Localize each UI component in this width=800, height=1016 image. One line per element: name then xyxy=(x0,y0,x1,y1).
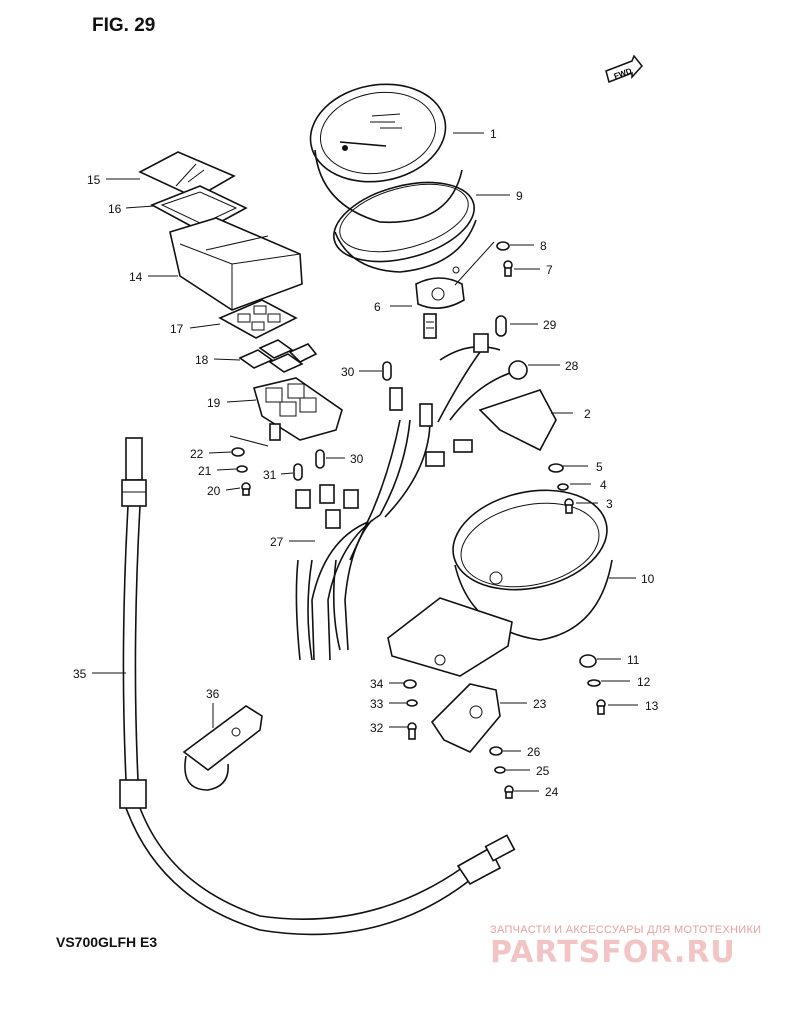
callouts: 1 2 3 4 5 6 7 8 9 10 11 12 13 14 15 16 1… xyxy=(73,127,659,799)
callout-17: 17 xyxy=(170,322,184,336)
grommet-22 xyxy=(231,447,245,457)
callout-5: 5 xyxy=(596,460,603,474)
callout-19: 19 xyxy=(207,396,221,410)
callout-28: 28 xyxy=(565,359,579,373)
callout-6: 6 xyxy=(374,300,381,314)
callout-21: 21 xyxy=(198,464,212,478)
callout-11: 11 xyxy=(627,653,640,667)
grommet-5 xyxy=(548,463,564,473)
speedometer-cable-35 xyxy=(119,437,516,936)
washer-4 xyxy=(557,483,569,491)
washer-33 xyxy=(406,699,418,707)
screw-3 xyxy=(564,498,574,514)
callout-8: 8 xyxy=(540,239,547,253)
callout-20: 20 xyxy=(207,484,221,498)
meter-ring xyxy=(333,181,477,273)
washer-25 xyxy=(494,766,506,774)
indicator-lens-15 xyxy=(138,151,236,199)
watermark-tagline: ЗАПЧАСТИ И АКСЕССУАРЫ ДЛЯ МОТОТЕХНИКИ xyxy=(490,924,761,936)
callout-33: 33 xyxy=(370,697,384,711)
callout-1: 1 xyxy=(490,127,497,141)
speedometer xyxy=(309,83,463,224)
callout-10: 10 xyxy=(641,572,655,586)
grommet-26 xyxy=(489,746,503,756)
bulb-30-top xyxy=(382,361,392,381)
grommet-34 xyxy=(403,679,417,689)
washer-21 xyxy=(236,465,248,473)
indicator-case-14 xyxy=(169,217,303,311)
meter-case-10 xyxy=(387,489,613,677)
callout-12: 12 xyxy=(637,675,651,689)
grommet-8 xyxy=(496,241,510,251)
callout-34: 34 xyxy=(370,677,384,691)
callout-13: 13 xyxy=(645,699,659,713)
grommet-11 xyxy=(579,654,597,668)
figure-title: FIG. 29 xyxy=(92,15,155,36)
screw-24 xyxy=(504,785,514,799)
callout-4: 4 xyxy=(600,478,607,492)
wiring-harness xyxy=(295,333,557,661)
callout-14: 14 xyxy=(129,270,143,284)
callout-18: 18 xyxy=(195,353,209,367)
screw-13 xyxy=(596,699,606,715)
model-label: VS700GLFH E3 xyxy=(56,934,157,950)
screw-7 xyxy=(503,260,513,277)
callout-3: 3 xyxy=(606,497,613,511)
callout-26: 26 xyxy=(527,745,541,759)
washer-12 xyxy=(587,679,601,687)
callout-23: 23 xyxy=(533,697,547,711)
callout-9: 9 xyxy=(516,189,523,203)
callout-27: 27 xyxy=(270,535,284,549)
fwd-arrow-icon: FWD xyxy=(605,54,643,84)
bulb-30-bottom xyxy=(315,449,325,469)
callout-22: 22 xyxy=(190,447,204,461)
screw-20 xyxy=(241,482,251,496)
callout-15: 15 xyxy=(87,173,101,187)
callout-25: 25 xyxy=(536,764,550,778)
lens-set-18 xyxy=(238,339,318,373)
speedometer-gear xyxy=(415,241,495,339)
callout-31: 31 xyxy=(263,468,277,482)
plate-17 xyxy=(218,299,298,339)
bulb-31 xyxy=(293,463,303,481)
callout-7: 7 xyxy=(546,263,553,277)
callout-30-bottom: 30 xyxy=(350,452,364,466)
callout-36: 36 xyxy=(206,687,220,701)
cable-clamp-36 xyxy=(182,705,263,791)
callout-16: 16 xyxy=(108,202,122,216)
watermark-brand: PARTSFOR.RU xyxy=(490,935,736,970)
bulb-29 xyxy=(495,315,507,337)
bolt-32 xyxy=(407,722,417,740)
bracket-23 xyxy=(430,683,501,753)
callout-2: 2 xyxy=(584,407,591,421)
callout-35: 35 xyxy=(73,667,87,681)
callout-29: 29 xyxy=(543,318,557,332)
callout-30-top: 30 xyxy=(341,365,355,379)
callout-24: 24 xyxy=(545,785,559,799)
socket-housing-19 xyxy=(253,377,343,441)
callout-32: 32 xyxy=(370,721,384,735)
